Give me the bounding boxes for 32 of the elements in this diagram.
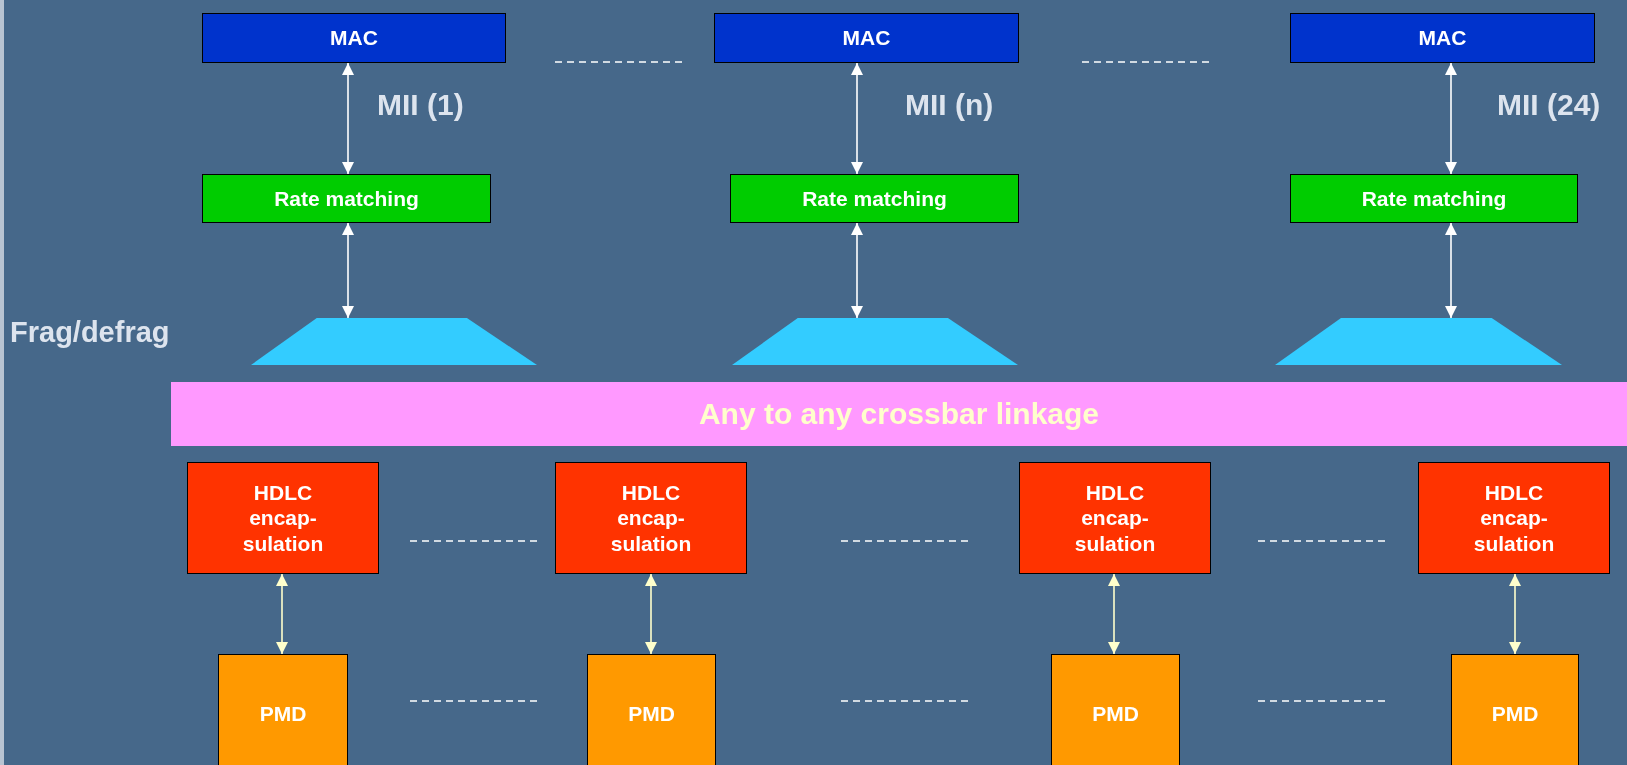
hdlc-box: HDLC encap- sulation [1019, 462, 1211, 574]
mac-box: MAC [202, 13, 506, 63]
interface-label: MII (1) [377, 88, 464, 122]
double-arrow [1445, 62, 1457, 175]
hdlc-box: HDLC encap- sulation [187, 462, 379, 574]
double-arrow [851, 62, 863, 175]
double-arrow [851, 222, 863, 319]
pmd-box: PMD [587, 654, 716, 765]
rate-matching-box: Rate matching [202, 174, 491, 223]
double-arrow [645, 573, 657, 655]
rate-matching-box: Rate matching [1290, 174, 1578, 223]
crossbar-band: Any to any crossbar linkage [171, 382, 1627, 446]
double-arrow [1108, 573, 1120, 655]
double-arrow [1509, 573, 1521, 655]
pmd-box: PMD [1451, 654, 1579, 765]
trapezoid-shape [251, 318, 537, 365]
double-arrow [1445, 222, 1457, 319]
rate-matching-box: Rate matching [730, 174, 1019, 223]
interface-label: MII (24) [1497, 88, 1601, 122]
pmd-box: PMD [1051, 654, 1180, 765]
pmd-box: PMD [218, 654, 348, 765]
trapezoid-shape [732, 318, 1018, 365]
hdlc-box: HDLC encap- sulation [1418, 462, 1610, 574]
double-arrow [342, 222, 354, 319]
layer-label: Frag/defrag [10, 316, 170, 349]
hdlc-box: HDLC encap- sulation [555, 462, 747, 574]
interface-label: MII (n) [905, 88, 994, 122]
double-arrow [342, 62, 354, 175]
mac-box: MAC [714, 13, 1019, 63]
trapezoid-shape [1275, 318, 1562, 365]
mac-box: MAC [1290, 13, 1595, 63]
double-arrow [276, 573, 288, 655]
